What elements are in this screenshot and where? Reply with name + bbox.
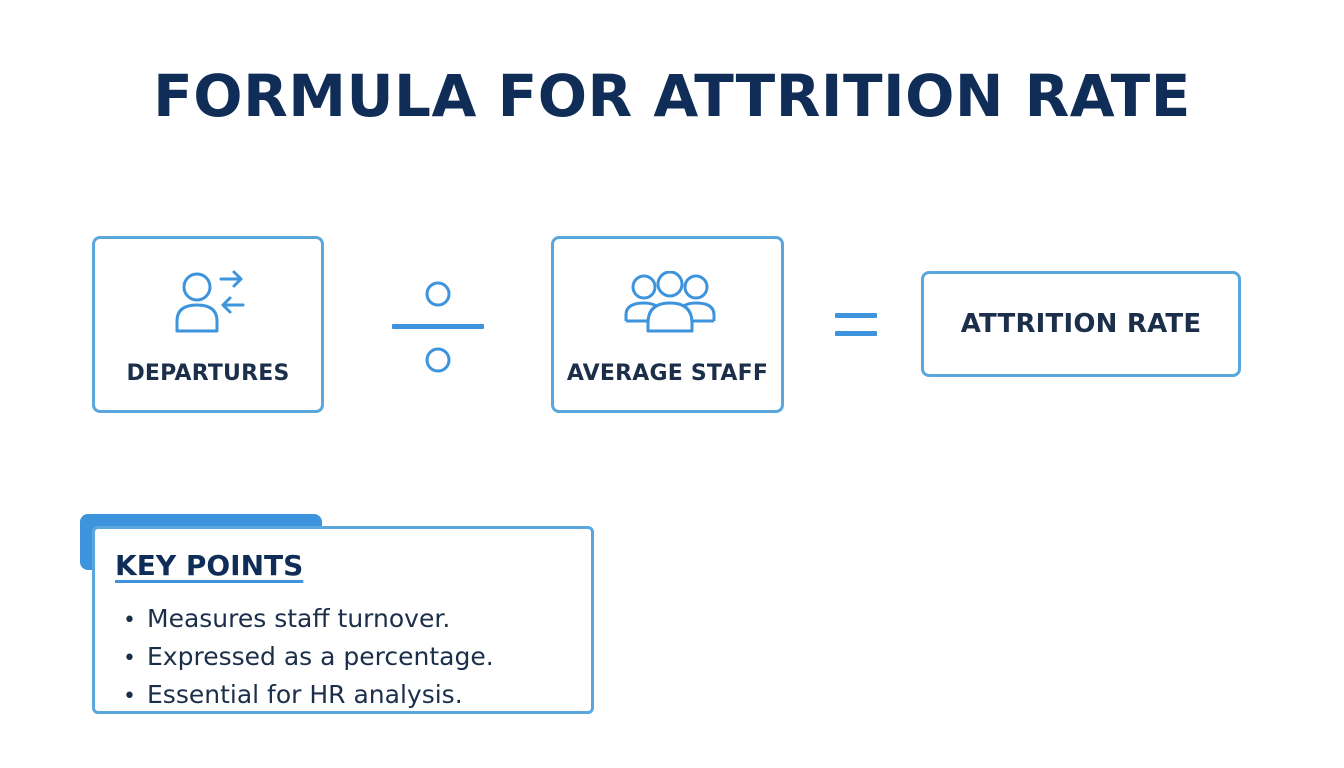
bullet-icon: • bbox=[123, 684, 136, 709]
attrition-rate-box: ATTRITION RATE bbox=[921, 271, 1241, 377]
list-item: • Essential for HR analysis. bbox=[123, 677, 494, 715]
equals-icon bbox=[835, 313, 877, 336]
bullet-icon: • bbox=[123, 646, 136, 671]
key-points-panel: KEY POINTS • Measures staff turnover. • Ex… bbox=[92, 526, 594, 714]
key-point-text: Essential for HR analysis. bbox=[147, 680, 463, 709]
average-staff-box: AVERAGE STAFF bbox=[551, 236, 784, 413]
key-points-title: KEY POINTS bbox=[115, 549, 304, 582]
key-points-list: • Measures staff turnover. • Expressed as … bbox=[123, 601, 494, 715]
key-point-text: Expressed as a percentage. bbox=[147, 642, 494, 671]
divide-icon bbox=[392, 281, 484, 373]
group-people-icon bbox=[622, 270, 718, 339]
attrition-rate-label: ATTRITION RATE bbox=[960, 309, 1202, 339]
departures-label: DEPARTURES bbox=[126, 361, 290, 386]
key-point-text: Measures staff turnover. bbox=[147, 604, 451, 633]
list-item: • Measures staff turnover. bbox=[123, 601, 494, 639]
person-arrows-icon bbox=[173, 267, 249, 343]
bullet-icon: • bbox=[123, 608, 136, 633]
departures-box: DEPARTURES bbox=[92, 236, 324, 413]
average-staff-label: AVERAGE STAFF bbox=[566, 361, 769, 386]
page-title: FORMULA FOR ATTRITION RATE bbox=[153, 62, 1191, 130]
list-item: • Expressed as a percentage. bbox=[123, 639, 494, 677]
